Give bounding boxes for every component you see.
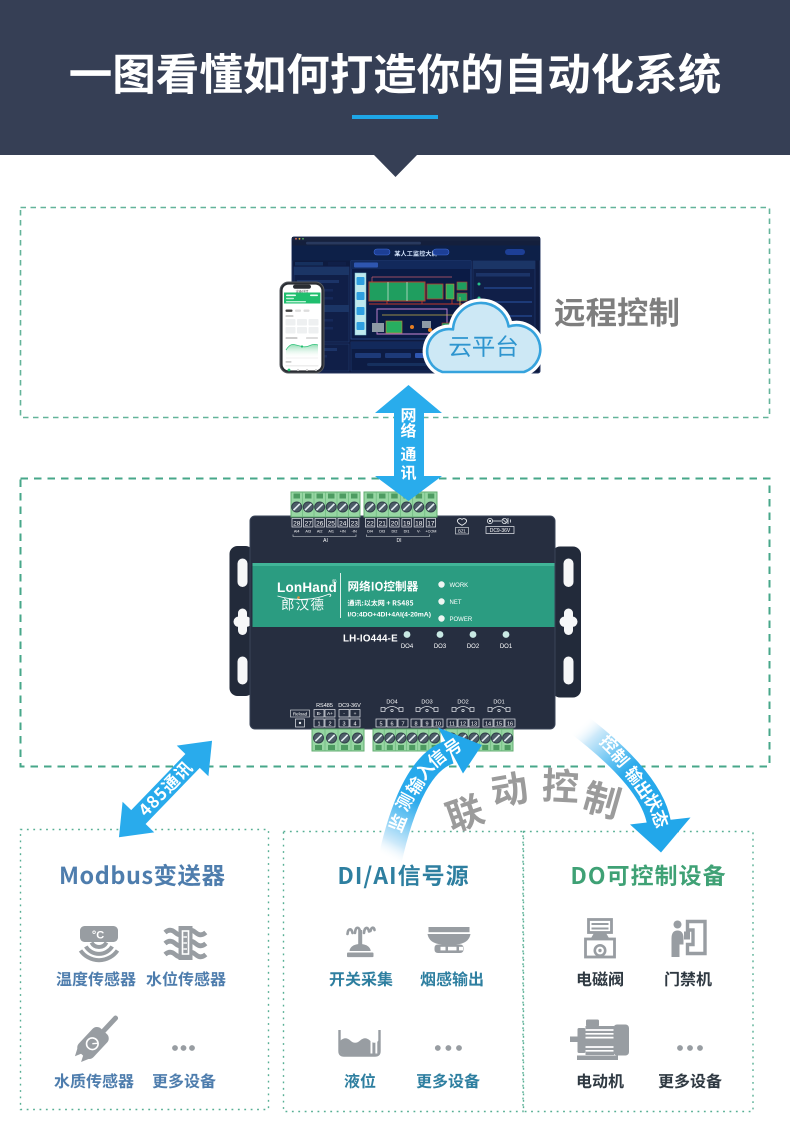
svg-text:25: 25 bbox=[328, 521, 336, 528]
svg-text:AI: AI bbox=[323, 538, 328, 544]
svg-text:+IN: +IN bbox=[340, 530, 346, 534]
svg-text:-IN: -IN bbox=[352, 530, 357, 534]
svg-text:6: 6 bbox=[390, 722, 393, 728]
svg-text:DO4: DO4 bbox=[386, 700, 397, 706]
svg-text:DI3: DI3 bbox=[379, 530, 385, 534]
svg-text:27: 27 bbox=[305, 521, 313, 528]
svg-text:B-: B- bbox=[317, 711, 322, 717]
svg-text:9: 9 bbox=[425, 722, 428, 728]
svg-text:°C: °C bbox=[92, 930, 104, 942]
svg-text:LonHand: LonHand bbox=[277, 580, 337, 595]
svg-text:DI1: DI1 bbox=[404, 530, 410, 534]
svg-text:26: 26 bbox=[316, 521, 324, 528]
svg-text:I/O:4DO+4DI+4AI(4-20mA): I/O:4DO+4DI+4AI(4-20mA) bbox=[348, 612, 431, 619]
svg-text:28: 28 bbox=[293, 521, 301, 528]
svg-text:11: 11 bbox=[449, 722, 455, 728]
svg-text:20: 20 bbox=[391, 521, 399, 528]
svg-text:DC9-36V: DC9-36V bbox=[338, 703, 361, 709]
svg-text:NET: NET bbox=[450, 600, 462, 606]
svg-text:V-: V- bbox=[417, 530, 421, 534]
svg-text:3: 3 bbox=[342, 722, 345, 728]
svg-text:+: + bbox=[354, 712, 357, 717]
svg-text:12: 12 bbox=[460, 722, 466, 728]
svg-text:DO4: DO4 bbox=[401, 644, 414, 650]
svg-text:15: 15 bbox=[496, 722, 502, 728]
svg-text:DO3: DO3 bbox=[434, 644, 447, 650]
svg-text:A+: A+ bbox=[327, 711, 333, 717]
svg-text:10: 10 bbox=[435, 722, 441, 728]
svg-text:16: 16 bbox=[507, 722, 513, 728]
svg-text:19: 19 bbox=[403, 521, 411, 528]
svg-text:-: - bbox=[343, 712, 345, 717]
svg-text:AI3: AI3 bbox=[305, 530, 311, 534]
svg-text:18: 18 bbox=[415, 521, 423, 528]
svg-text:LH-IO444-E: LH-IO444-E bbox=[343, 634, 398, 645]
svg-text:22: 22 bbox=[366, 521, 374, 528]
svg-text:AI2: AI2 bbox=[317, 530, 323, 534]
svg-text:8: 8 bbox=[414, 722, 417, 728]
svg-text:4: 4 bbox=[353, 722, 356, 728]
svg-text:DC9-36V: DC9-36V bbox=[490, 528, 511, 534]
svg-text:BZ1: BZ1 bbox=[458, 529, 466, 534]
svg-text:Reload: Reload bbox=[293, 712, 308, 717]
svg-text:17: 17 bbox=[427, 521, 435, 528]
svg-text:DI2: DI2 bbox=[391, 530, 397, 534]
svg-text:AI1: AI1 bbox=[328, 530, 334, 534]
svg-text:DO1: DO1 bbox=[500, 644, 513, 650]
svg-text:DI: DI bbox=[397, 538, 402, 544]
svg-text:21: 21 bbox=[379, 521, 387, 528]
svg-text:5: 5 bbox=[379, 722, 382, 728]
svg-text:+COM: +COM bbox=[425, 530, 436, 534]
svg-text:1: 1 bbox=[317, 722, 320, 728]
svg-text:13: 13 bbox=[471, 722, 477, 728]
svg-text:7: 7 bbox=[401, 722, 404, 728]
svg-text:DI4: DI4 bbox=[367, 530, 373, 534]
svg-text:DO1: DO1 bbox=[493, 700, 504, 706]
svg-text:24: 24 bbox=[339, 521, 347, 528]
svg-text:2: 2 bbox=[328, 722, 331, 728]
svg-text:®: ® bbox=[332, 579, 337, 586]
svg-text:WORK: WORK bbox=[450, 583, 469, 589]
svg-text:AI4: AI4 bbox=[294, 530, 300, 534]
svg-text:RS485: RS485 bbox=[316, 703, 333, 709]
svg-text:DO2: DO2 bbox=[467, 644, 480, 650]
svg-text:14: 14 bbox=[485, 722, 491, 728]
svg-text:23: 23 bbox=[351, 521, 359, 528]
svg-text:DO2: DO2 bbox=[457, 700, 468, 706]
svg-text:POWER: POWER bbox=[450, 617, 473, 623]
svg-text:DO3: DO3 bbox=[421, 700, 432, 706]
